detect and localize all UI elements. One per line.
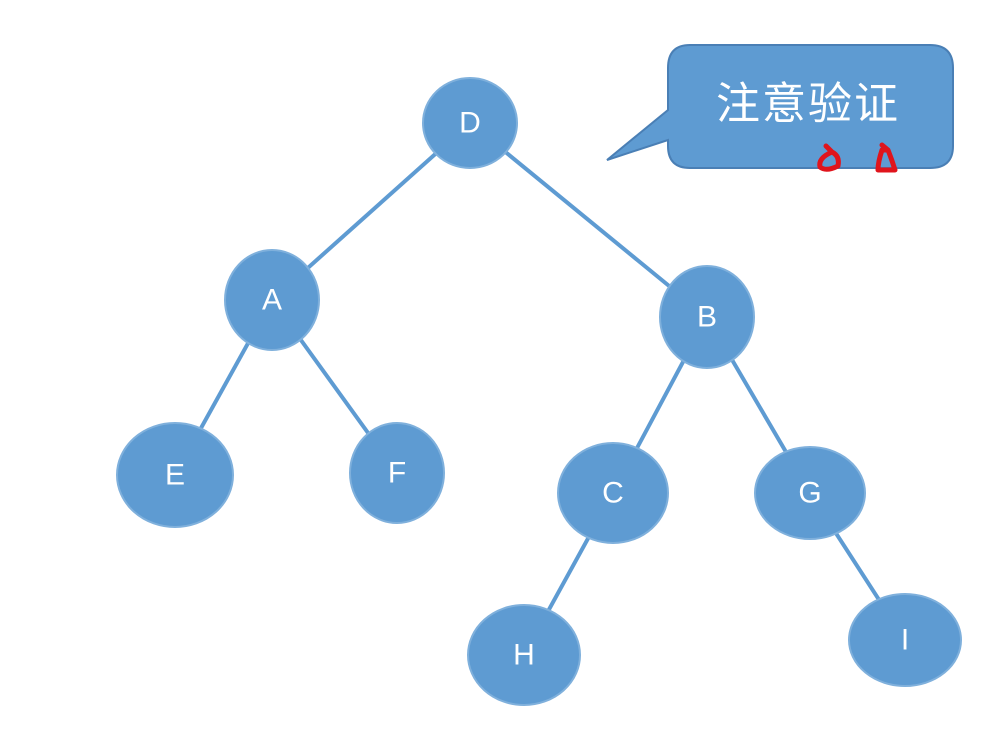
node-F: F: [349, 422, 445, 524]
node-G: G: [754, 446, 866, 540]
node-I: I: [848, 593, 962, 687]
red-mark-2: [875, 142, 898, 173]
node-label: H: [513, 639, 535, 672]
node-label: F: [388, 457, 406, 490]
node-label: G: [798, 477, 821, 510]
node-H: H: [467, 604, 581, 706]
node-circle: [349, 422, 445, 524]
node-label: I: [901, 624, 909, 657]
callout-text: 注意验证: [716, 79, 900, 130]
node-label: C: [602, 477, 624, 510]
node-C: C: [557, 442, 669, 544]
edges: [173, 121, 907, 656]
node-circle: [754, 446, 866, 540]
edge-D-B: [468, 121, 709, 319]
node-D: D: [422, 77, 518, 169]
callout: 注意验证: [606, 44, 954, 173]
node-circle: [422, 77, 518, 169]
node-circle: [467, 604, 581, 706]
red-annotation-marks: [817, 142, 898, 173]
nodes: D A B E F C G H I: [116, 77, 962, 706]
node-circle: [659, 265, 755, 369]
red-mark-1: [817, 143, 841, 172]
node-circle: [557, 442, 669, 544]
node-label: B: [697, 301, 717, 334]
node-circle: [848, 593, 962, 687]
callout-bubble: [606, 44, 954, 169]
node-label: D: [459, 107, 481, 140]
node-label: E: [165, 459, 185, 492]
node-circle: [116, 422, 234, 528]
node-E: E: [116, 422, 234, 528]
node-A: A: [224, 249, 320, 351]
node-label: A: [262, 284, 282, 317]
node-circle: [224, 249, 320, 351]
node-B: B: [659, 265, 755, 369]
